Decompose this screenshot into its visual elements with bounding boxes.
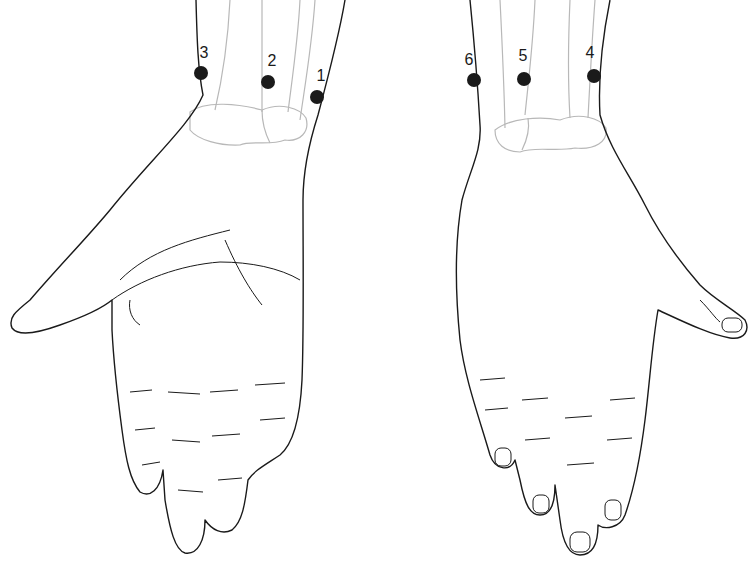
callout-number: 2 — [268, 53, 277, 69]
callout-number: 3 — [200, 45, 209, 61]
callout-number: 4 — [586, 45, 595, 61]
fingernails — [495, 318, 742, 552]
callout-number: 6 — [465, 52, 474, 68]
wrist-bones — [190, 0, 606, 152]
skin-creases — [112, 230, 720, 492]
callout-number: 5 — [519, 48, 528, 64]
hand-outline — [11, 0, 747, 555]
callout-number: 1 — [317, 68, 326, 84]
point-dots — [194, 66, 601, 104]
